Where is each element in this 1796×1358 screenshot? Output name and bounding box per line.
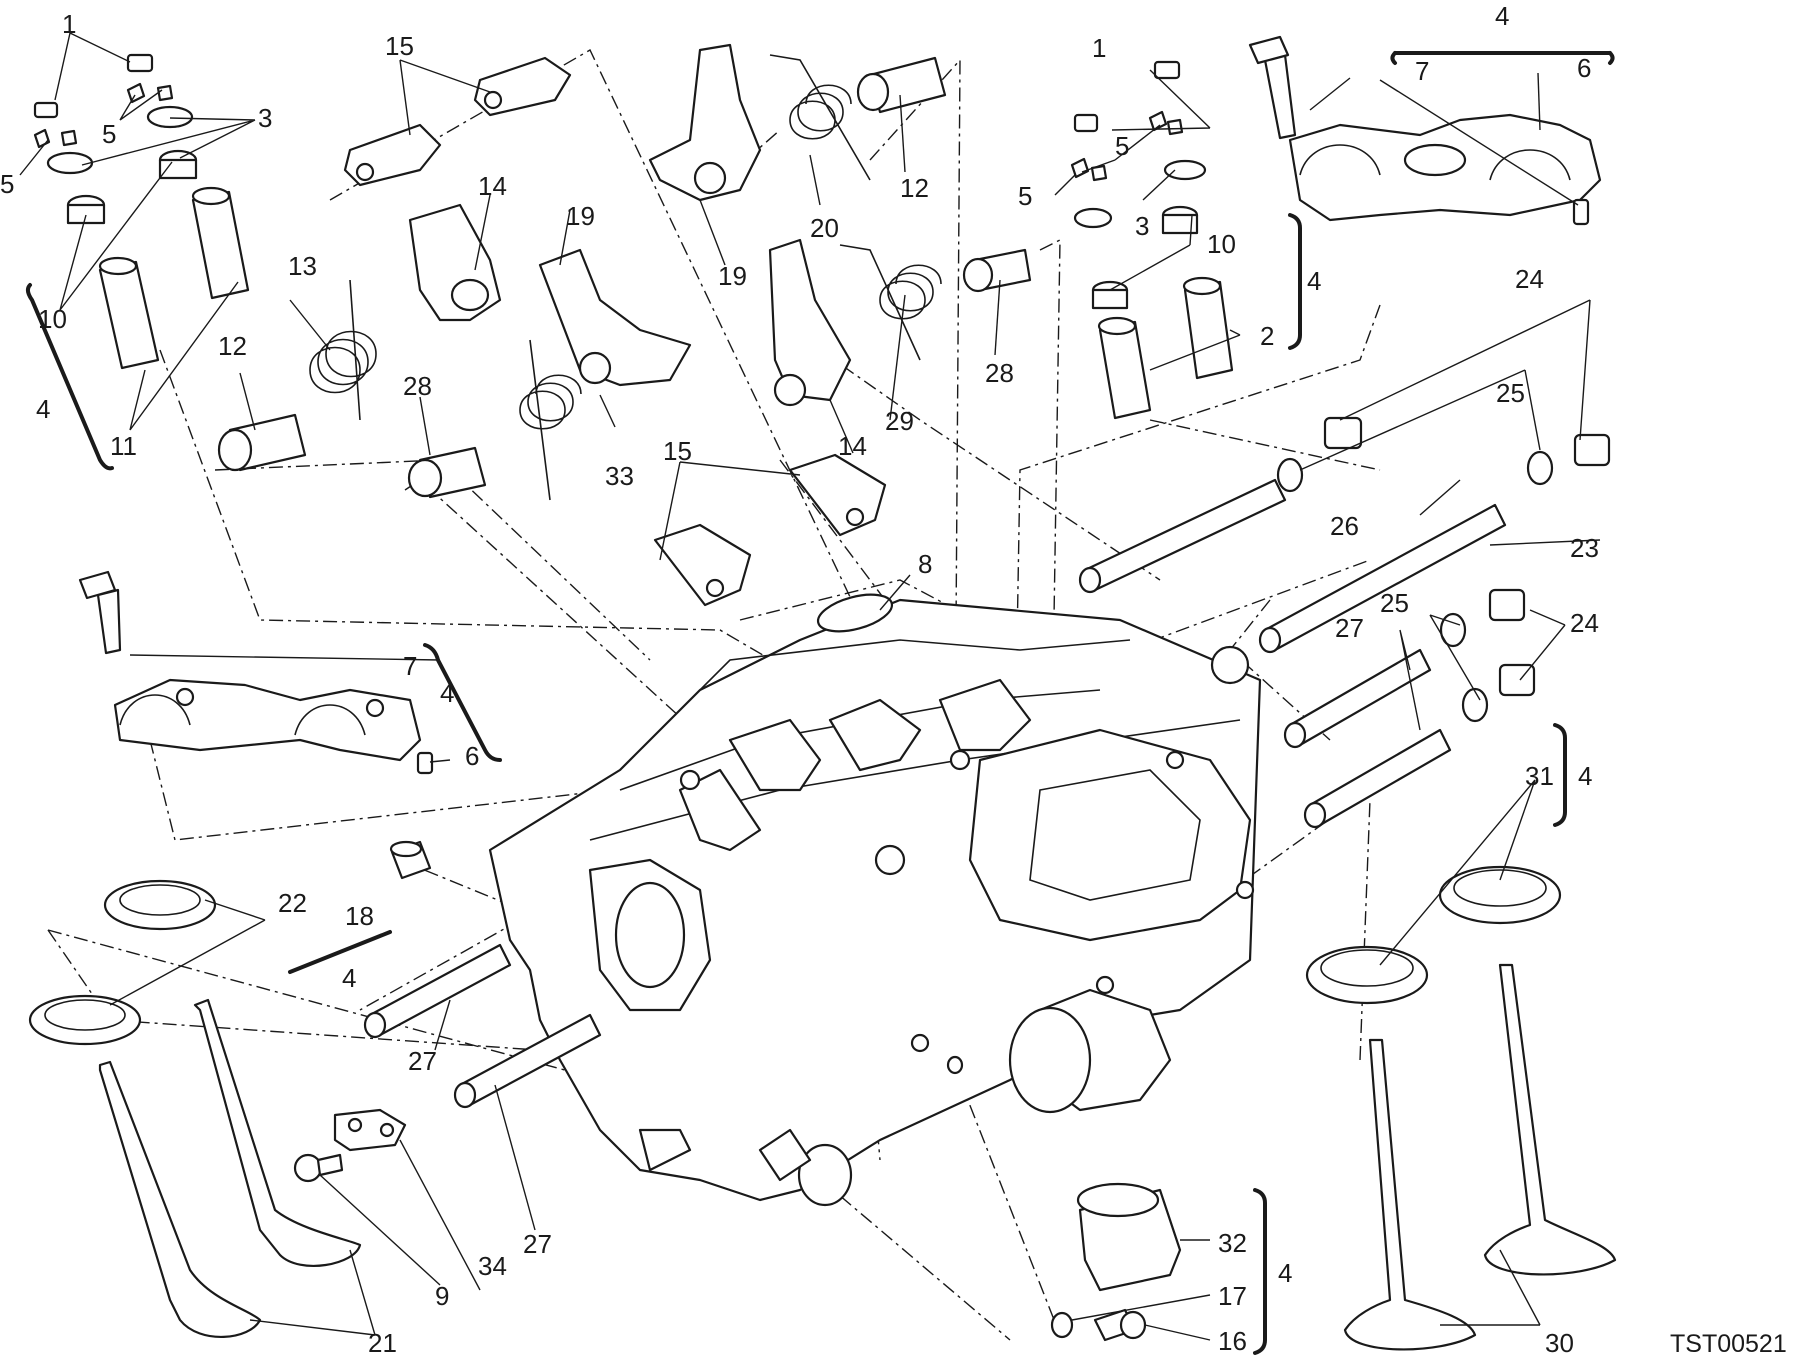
callout-6: 6 bbox=[465, 741, 479, 771]
valves-left bbox=[98, 998, 362, 1339]
callout-27: 27 bbox=[1335, 613, 1364, 643]
rocker-caps bbox=[653, 453, 887, 607]
callout-24: 24 bbox=[1570, 608, 1599, 638]
group-brackets bbox=[25, 51, 1615, 1355]
callout-17: 17 bbox=[1218, 1281, 1247, 1311]
callout-2: 2 bbox=[1260, 321, 1274, 351]
bracket-and-screw bbox=[293, 1108, 407, 1183]
valve-guides-top-left bbox=[98, 186, 250, 370]
callout-8: 8 bbox=[918, 549, 932, 579]
callout-22: 22 bbox=[278, 888, 307, 918]
callout-11: 11 bbox=[110, 431, 137, 461]
callout-13: 13 bbox=[288, 251, 317, 281]
callout-28: 28 bbox=[403, 371, 432, 401]
callout-10: 10 bbox=[1207, 229, 1236, 259]
callout-23: 23 bbox=[1570, 533, 1599, 563]
callout-14: 14 bbox=[478, 171, 507, 201]
callout-12: 12 bbox=[218, 331, 247, 361]
callout-20: 20 bbox=[810, 213, 839, 243]
callout-32: 32 bbox=[1218, 1228, 1247, 1258]
callout-15: 15 bbox=[385, 31, 414, 61]
callout-4: 4 bbox=[1495, 1, 1509, 31]
valve-keepers-top-right bbox=[1070, 60, 1207, 310]
callout-33: 33 bbox=[605, 461, 634, 491]
callout-15: 15 bbox=[663, 436, 692, 466]
callout-27: 27 bbox=[408, 1046, 437, 1076]
rocker-arms-upper bbox=[343, 43, 852, 407]
drawing-code: TST00521 bbox=[1670, 1330, 1787, 1358]
callout-5: 5 bbox=[102, 119, 116, 149]
valve-keepers-top-left bbox=[33, 53, 198, 225]
callout-24: 24 bbox=[1515, 264, 1544, 294]
rocker-return-springs bbox=[309, 54, 942, 501]
callout-9: 9 bbox=[435, 1281, 449, 1311]
callout-28: 28 bbox=[985, 358, 1014, 388]
cam-carrier-left bbox=[113, 678, 434, 775]
callout-16: 16 bbox=[1218, 1326, 1247, 1356]
callout-7: 7 bbox=[403, 651, 417, 681]
callout-34: 34 bbox=[478, 1251, 507, 1281]
callout-19: 19 bbox=[566, 201, 595, 231]
callout-4: 4 bbox=[1278, 1258, 1292, 1288]
callout-1: 1 bbox=[62, 9, 76, 39]
callout-4: 4 bbox=[1578, 761, 1592, 791]
callout-4: 4 bbox=[1307, 266, 1321, 296]
valve-seats-right bbox=[1305, 865, 1562, 1005]
cylinder-head-casting bbox=[488, 598, 1262, 1207]
callout-29: 29 bbox=[885, 406, 914, 436]
plugs-and-washers bbox=[1276, 416, 1611, 723]
callout-5: 5 bbox=[1115, 131, 1129, 161]
callout-5: 5 bbox=[1018, 181, 1032, 211]
callout-18: 18 bbox=[345, 901, 374, 931]
valve-guides-top-right bbox=[1097, 276, 1234, 420]
callout-10: 10 bbox=[38, 304, 67, 334]
callout-3: 3 bbox=[1135, 211, 1149, 241]
callout-27: 27 bbox=[523, 1229, 552, 1259]
rocker-bushings bbox=[217, 56, 1032, 499]
callout-4: 4 bbox=[36, 394, 50, 424]
rocker-shafts bbox=[363, 478, 1507, 1109]
o-ring bbox=[816, 593, 894, 633]
callout-21: 21 bbox=[368, 1328, 397, 1358]
valves-right bbox=[1343, 963, 1617, 1351]
callout-14: 14 bbox=[838, 431, 867, 461]
plug-cap bbox=[389, 840, 432, 880]
callout-31: 31 bbox=[1525, 761, 1554, 791]
callout-4: 4 bbox=[342, 963, 356, 993]
callout-4: 4 bbox=[440, 678, 454, 708]
callout-12: 12 bbox=[900, 173, 929, 203]
callout-5: 5 bbox=[0, 169, 14, 199]
callout-3: 3 bbox=[258, 103, 272, 133]
callout-26: 26 bbox=[1330, 511, 1359, 541]
callout-1: 1 bbox=[1092, 33, 1106, 63]
callout-labels: 1 5 3 5 10 4 11 12 13 15 14 19 28 33 19 … bbox=[0, 1, 1599, 1358]
leader-lines bbox=[19, 32, 1601, 1341]
callout-7: 7 bbox=[1415, 56, 1429, 86]
callout-25: 25 bbox=[1380, 588, 1409, 618]
callout-19: 19 bbox=[718, 261, 747, 291]
adapter-and-screw bbox=[1050, 1182, 1182, 1342]
callout-25: 25 bbox=[1496, 378, 1525, 408]
callout-6: 6 bbox=[1577, 53, 1591, 83]
valve-seats-left bbox=[28, 879, 217, 1046]
callout-30: 30 bbox=[1545, 1328, 1574, 1358]
cam-carrier-right bbox=[1288, 113, 1602, 226]
cam-carrier-bolts bbox=[78, 35, 1297, 655]
